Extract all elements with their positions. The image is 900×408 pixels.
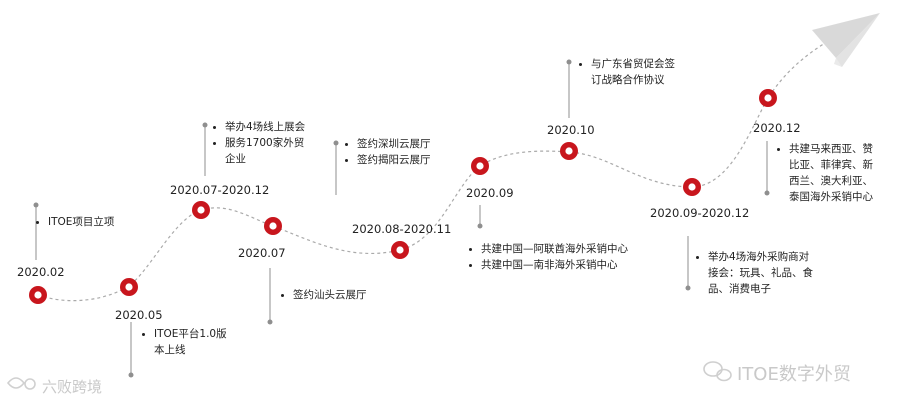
stem-6 <box>477 205 483 229</box>
note-item: 共建中国—南非海外采销中心 <box>467 257 628 273</box>
note-item: 接会：玩具、礼品、食 <box>708 267 813 279</box>
note-item: ITOE平台1.0版 <box>140 326 227 342</box>
note-item: 共建中国—阿联酋海外采销中心 <box>467 241 628 257</box>
milestone-notes: 共建中国—阿联酋海外采销中心 共建中国—南非海外采销中心 <box>467 241 628 273</box>
milestone-notes: 签约深圳云展厅 签约揭阳云展厅 <box>343 136 431 168</box>
milestone-notes: ITOE项目立项 <box>34 214 114 230</box>
marker-9 <box>759 89 777 107</box>
marker-6 <box>471 157 489 175</box>
watermark-right: ITOE数字外贸 <box>737 364 851 385</box>
note-item: 服务1700家外贸 <box>211 135 305 151</box>
note-item: 品、消费电子 <box>708 283 771 295</box>
note-item: 订战略合作协议 <box>591 74 665 86</box>
marker-8 <box>683 178 701 196</box>
note-item: 举办4场线上展会 <box>211 119 305 135</box>
milestone-date: 2020.09 <box>466 186 514 200</box>
note-item: 企业 <box>225 153 246 165</box>
watermark-left: 六败跨境 <box>42 378 103 396</box>
milestone-notes: 举办4场线上展会 服务1700家外贸 企业 <box>211 119 305 167</box>
wechat-logo-icon <box>703 361 732 382</box>
stem-7 <box>566 59 572 118</box>
stem-2 <box>128 322 134 378</box>
milestone-notes: 共建马来西亚、赞 比亚、菲律宾、新 西兰、澳大利亚、 泰国海外采销中心 <box>775 141 873 205</box>
milestone-date: 2020.05 <box>115 308 163 322</box>
stem-9 <box>764 141 770 196</box>
milestone-notes: 签约汕头云展厅 <box>279 287 367 303</box>
milestone-date: 2020.02 <box>17 265 65 279</box>
stem-3 <box>202 122 208 176</box>
milestone-notes: 与广东省贸促会签 订战略合作协议 <box>577 56 675 88</box>
note-item: 本上线 <box>154 344 186 356</box>
milestone-date: 2020.10 <box>547 123 595 137</box>
milestone-notes: 举办4场海外采购商对 接会：玩具、礼品、食 品、消费电子 <box>694 249 813 297</box>
note-item: 西兰、澳大利亚、 <box>789 175 873 187</box>
marker-5 <box>391 241 409 259</box>
stem-8 <box>685 236 691 291</box>
marker-2 <box>120 278 138 296</box>
marker-7 <box>560 142 578 160</box>
milestone-date: 2020.08-2020.11 <box>352 222 452 236</box>
note-item: 签约揭阳云展厅 <box>343 152 431 168</box>
note-item: 共建马来西亚、赞 <box>775 141 873 157</box>
paper-plane-icon <box>812 13 880 67</box>
note-item: 泰国海外采销中心 <box>789 191 873 203</box>
brand-logo-icon <box>6 377 36 390</box>
milestone-date: 2020.09-2020.12 <box>650 206 750 220</box>
marker-1 <box>29 286 47 304</box>
note-item: 比亚、菲律宾、新 <box>789 159 873 171</box>
timeline-path <box>37 39 831 302</box>
note-item: 举办4场海外采购商对 <box>694 249 813 265</box>
milestone-notes: ITOE平台1.0版 本上线 <box>140 326 227 358</box>
marker-3 <box>192 201 210 219</box>
milestone-date: 2020.07-2020.12 <box>170 183 270 197</box>
note-item: 签约深圳云展厅 <box>343 136 431 152</box>
note-item: 与广东省贸促会签 <box>577 56 675 72</box>
stem-1 <box>33 202 39 260</box>
stem-4 <box>267 268 273 325</box>
milestone-date: 2020.07 <box>238 246 286 260</box>
marker-4 <box>264 217 282 235</box>
stem-5 <box>333 140 339 195</box>
note-item: ITOE项目立项 <box>34 214 114 230</box>
milestone-date: 2020.12 <box>753 121 801 135</box>
note-item: 签约汕头云展厅 <box>279 287 367 303</box>
